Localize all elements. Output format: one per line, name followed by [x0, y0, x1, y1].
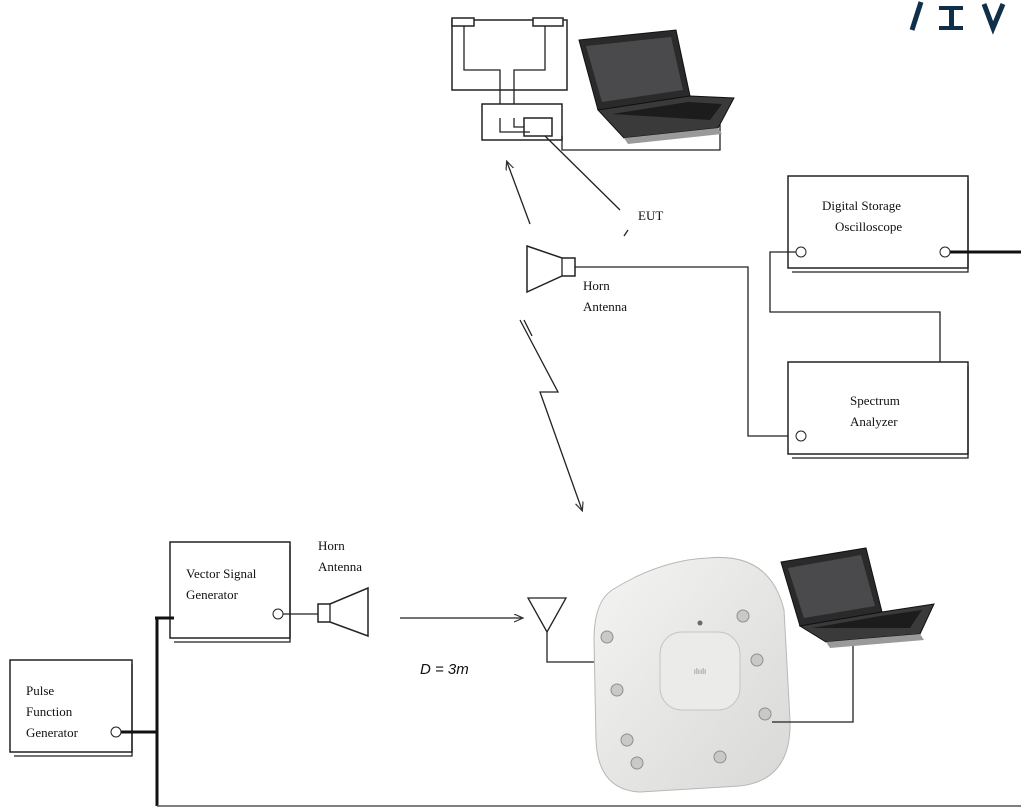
vsg-label-2: Generator — [186, 587, 239, 602]
pfg-label-2: Function — [26, 704, 73, 719]
trigger-cabling — [121, 616, 1021, 807]
pulse-function-generator-box — [9, 659, 133, 757]
eut-fixture — [451, 17, 721, 211]
eut-pointer-tail — [623, 229, 629, 237]
horn-antenna-top — [526, 244, 795, 437]
sa-label-1: Spectrum — [850, 393, 900, 408]
oscilloscope-box — [787, 175, 1021, 273]
dso-label-1: Digital Storage — [822, 198, 901, 213]
dso-label-2: Oscilloscope — [835, 219, 902, 234]
vector-signal-generator-box — [169, 541, 291, 643]
spectrum-analyzer-box — [787, 361, 969, 459]
horn-bottom-label-2: Antenna — [318, 559, 362, 574]
receive-antenna — [526, 597, 600, 663]
dso-to-sa-cable — [769, 251, 941, 362]
horn-top-label-2: Antenna — [583, 299, 627, 314]
vsg-label-1: Vector Signal — [186, 566, 257, 581]
horn-antenna-bottom — [283, 586, 369, 638]
distance-label: D = 3m — [420, 661, 469, 678]
sa-label-2: Analyzer — [850, 414, 898, 429]
cropped-logo-fragment — [909, 1, 1006, 35]
access-point-device: ılıılı — [593, 556, 854, 793]
pfg-label-1: Pulse — [26, 683, 54, 698]
horn-top-label-1: Horn — [583, 278, 610, 293]
laptop-bottom — [780, 547, 935, 648]
svg-text:ılıılı: ılıılı — [694, 667, 706, 676]
laptop-top — [578, 29, 735, 144]
wireless-link-lightning — [519, 319, 582, 510]
eut-label: EUT — [638, 208, 663, 223]
horn-bottom-label-1: Horn — [318, 538, 345, 553]
pfg-label-3: Generator — [26, 725, 79, 740]
arrow-to-eut — [507, 162, 531, 225]
